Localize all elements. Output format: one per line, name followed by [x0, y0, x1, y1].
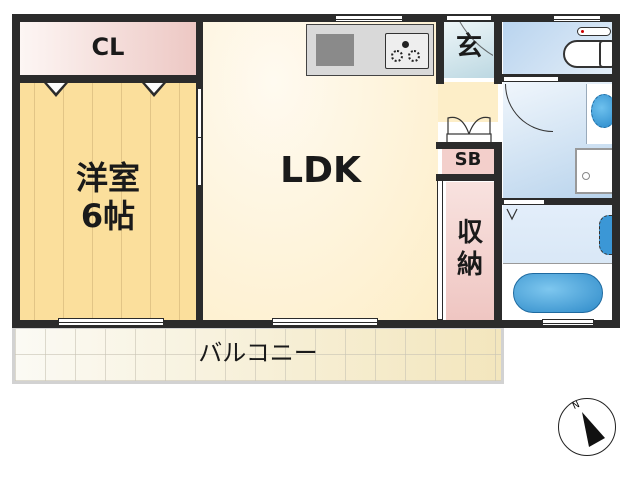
- bathtub-icon: [513, 273, 603, 313]
- panel-light: [581, 30, 584, 33]
- wall-left: [12, 14, 20, 328]
- western-room: 洋室 6帖: [20, 82, 196, 320]
- closet-door-hinge-fill: [47, 83, 65, 93]
- toilet-control-panel-icon: [577, 27, 611, 36]
- wall-storage-wet: [494, 142, 502, 328]
- balcony-label: バルコニー: [198, 339, 318, 367]
- bathroom: [503, 205, 618, 320]
- north-arrow-icon: [582, 412, 605, 447]
- kitchen-sink-icon: [316, 34, 354, 66]
- washroom: [503, 82, 618, 198]
- storage-door: [437, 180, 443, 320]
- kitchen-counter: [306, 24, 434, 76]
- bathroom-door-icon: [506, 208, 518, 221]
- wash-door: [503, 76, 559, 82]
- gas-stove-icon: [385, 33, 429, 69]
- balcony: バルコニー: [12, 326, 504, 384]
- wall-entrance-wet: [494, 14, 502, 84]
- window-western-balcony[interactable]: [58, 318, 164, 326]
- window-kitchen[interactable]: [335, 15, 403, 22]
- drain-icon: [582, 172, 590, 180]
- window-toilet[interactable]: [553, 15, 601, 22]
- closet-label: CL: [91, 33, 125, 61]
- window-bathroom[interactable]: [542, 319, 594, 326]
- closet: CL: [20, 22, 196, 75]
- burner-icon: [402, 41, 409, 48]
- burner-icon: [408, 50, 420, 62]
- wall-sb-storage: [436, 174, 500, 181]
- storage: 収 納: [446, 182, 494, 320]
- toilet-room: [503, 22, 618, 74]
- burner-icon: [391, 50, 403, 62]
- wall-top: [12, 14, 620, 22]
- wall-kitchen-entrance: [436, 14, 444, 84]
- wall-sb-top: [436, 142, 500, 149]
- wall-door-western: [197, 88, 202, 186]
- ldk-extension: [438, 82, 498, 122]
- storage-label-1: 収: [456, 218, 483, 248]
- washroom-door-arc: [505, 84, 553, 132]
- compass: N: [558, 398, 616, 456]
- window-ldk-balcony[interactable]: [272, 318, 378, 326]
- wall-right: [612, 14, 620, 328]
- entrance: 玄: [444, 22, 494, 78]
- washing-machine-pan-icon: [575, 148, 617, 194]
- ldk-label: LDK: [280, 150, 361, 191]
- storage-label-2: 納: [456, 250, 483, 280]
- wall-closet-bottom: [12, 75, 202, 83]
- shoe-box-label: SB: [454, 149, 482, 170]
- shoe-box-door-icon: [446, 116, 492, 145]
- shoe-box: SB: [442, 148, 494, 174]
- western-room-label-2: 6帖: [80, 197, 136, 235]
- wall-wash-bath: [502, 198, 620, 205]
- bath-door: [503, 199, 545, 205]
- entrance-door: [446, 15, 492, 21]
- closet-door-hinge-fill: [145, 83, 163, 93]
- wall-toilet-wash: [502, 74, 620, 82]
- western-room-label-1: 洋室: [75, 159, 140, 197]
